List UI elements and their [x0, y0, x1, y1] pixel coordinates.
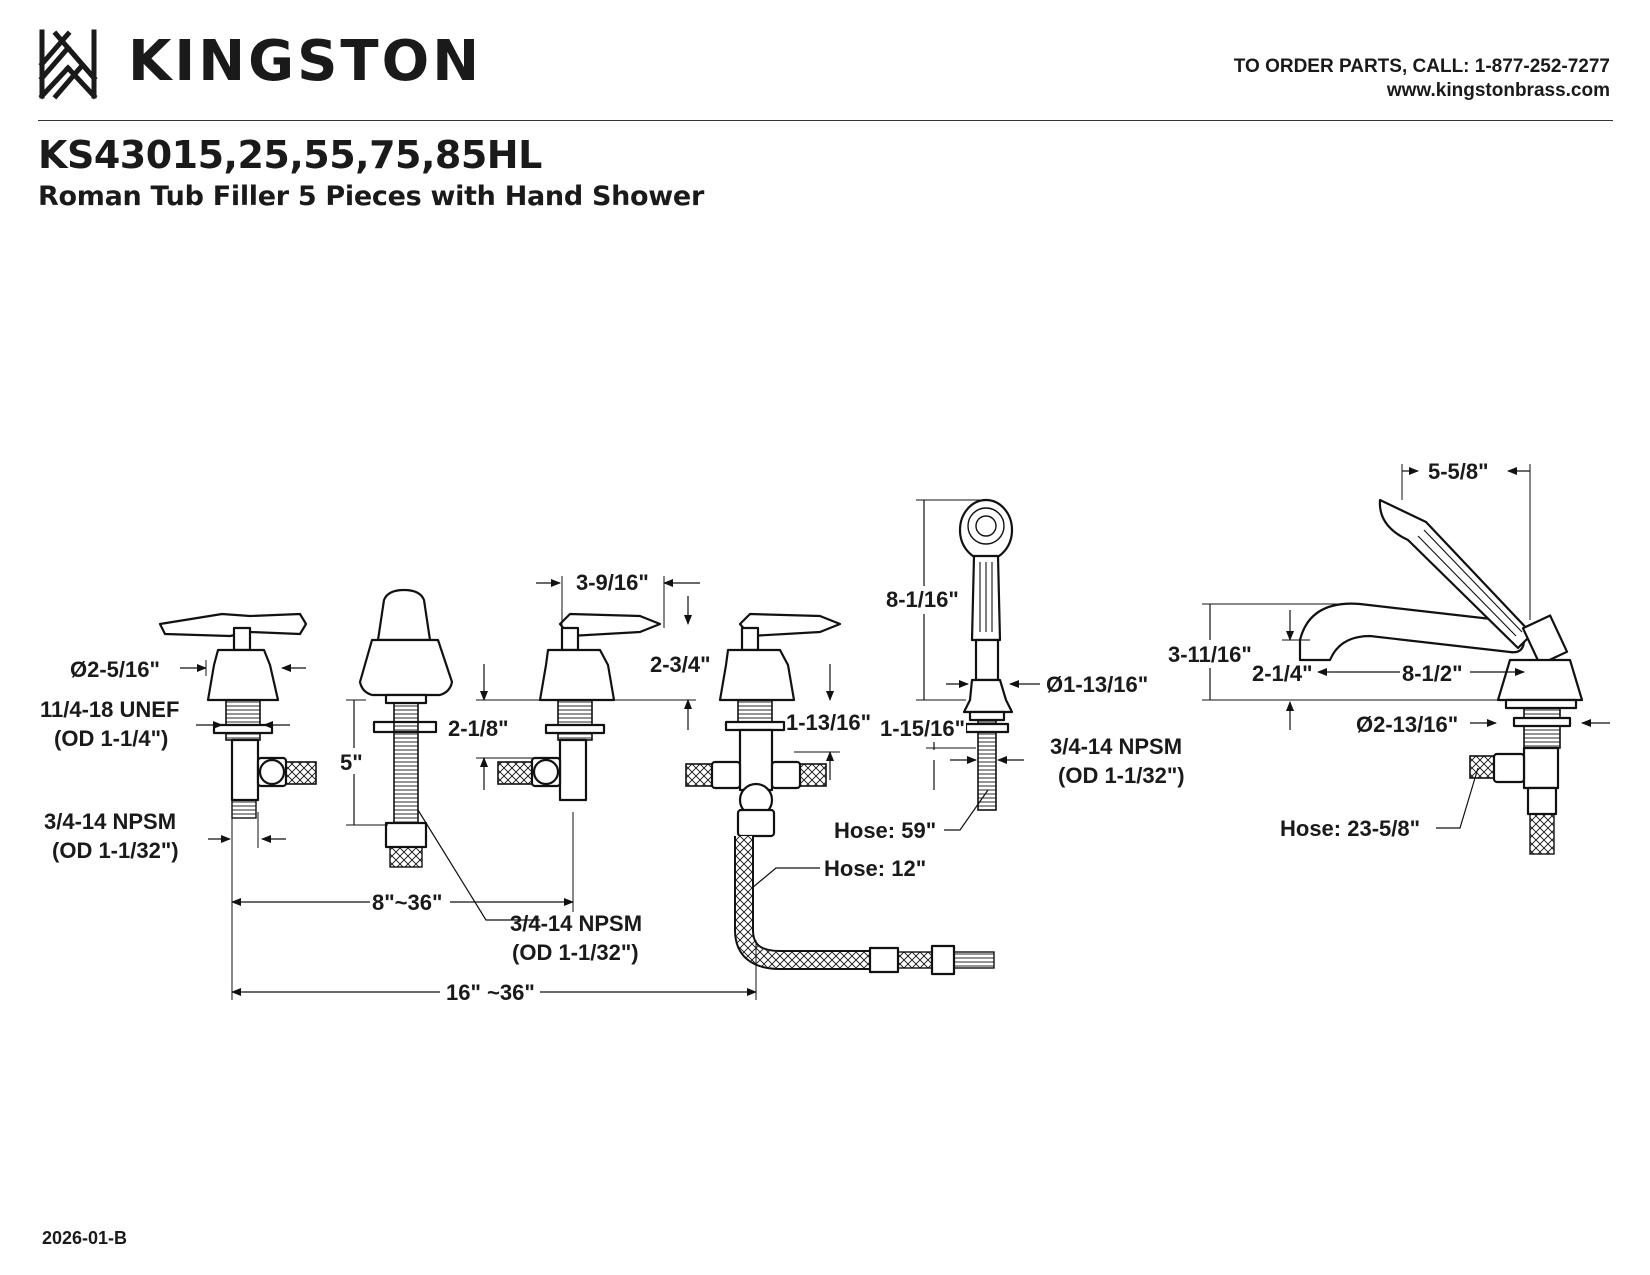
hand-shower-front	[958, 498, 1014, 811]
dim-handle-thread-1: 11/4-18 UNEF	[40, 697, 179, 722]
side-view-assembly	[1298, 498, 1584, 855]
document-code: 2026-01-B	[42, 1228, 128, 1248]
dim-lever-height: 2-3/4"	[650, 652, 711, 677]
dim-diverter-height: 1-13/16"	[786, 710, 871, 735]
dim-side-height: 3-11/16"	[1168, 642, 1252, 667]
dim-spread-handles: 8"~36"	[372, 890, 442, 915]
contact-info: TO ORDER PARTS, CALL: 1-877-252-7277 www…	[1234, 55, 1610, 103]
dim-spout-inlet-2: (OD 1-1/32")	[512, 940, 639, 965]
brand-name: KINGSTON	[128, 29, 483, 94]
model-number: KS43015,25,55,75,85HL	[38, 133, 542, 177]
dim-spread-total: 16" ~36"	[446, 980, 535, 1005]
dim-spout-inlet-1: 3/4-14 NPSM	[510, 911, 642, 936]
dim-hose-shower: Hose: 59"	[834, 818, 936, 843]
dim-holder-height: 1-15/16"	[880, 716, 965, 741]
dim-handle-inlet-2: (OD 1-1/32")	[52, 838, 179, 863]
dim-hose-side: Hose: 23-5/8"	[1280, 816, 1420, 841]
dimension-lines	[180, 464, 1610, 1000]
dim-side-reach: 8-1/2"	[1402, 661, 1463, 686]
dim-holder-inlet-2: (OD 1-1/32")	[1058, 763, 1185, 788]
product-title: Roman Tub Filler 5 Pieces with Hand Show…	[38, 181, 704, 212]
page-header: KINGSTON TO ORDER PARTS, CALL: 1-877-252…	[0, 0, 1650, 130]
dim-shower-length: 8-1/16"	[886, 587, 959, 612]
dim-side-spout-height: 2-1/4"	[1252, 661, 1313, 686]
order-phone: TO ORDER PARTS, CALL: 1-877-252-7277	[1233, 56, 1610, 77]
dim-handle-diameter: Ø2-5/16"	[70, 657, 160, 682]
dim-holder-diameter: Ø1-13/16"	[1046, 672, 1148, 697]
website-link[interactable]: www.kingstonbrass.com	[1386, 80, 1610, 101]
dim-spout-height: 5"	[340, 750, 363, 775]
header-divider	[38, 120, 1613, 121]
dim-lever-reach: 3-9/16"	[576, 570, 649, 595]
dim-handle-thread-2: (OD 1-1/4")	[54, 726, 168, 751]
dim-holder-inlet-1: 3/4-14 NPSM	[1050, 734, 1182, 759]
spout-body	[358, 588, 454, 868]
dim-handle-inlet-1: 3/4-14 NPSM	[44, 809, 176, 834]
dim-side-base: Ø2-13/16"	[1356, 712, 1458, 737]
kingston-monogram-icon	[38, 28, 98, 105]
diverter-valve	[685, 612, 995, 976]
dim-side-handshower: 5-5/8"	[1428, 459, 1489, 484]
dim-hose-diverter: Hose: 12"	[824, 856, 926, 881]
right-handle-valve	[497, 612, 662, 802]
dimension-labels: Ø2-5/16" 11/4-18 UNEF (OD 1-1/4") 3/4-14…	[40, 459, 1489, 1005]
left-handle-valve	[158, 612, 317, 819]
dim-handle-height: 2-1/8"	[448, 716, 509, 741]
